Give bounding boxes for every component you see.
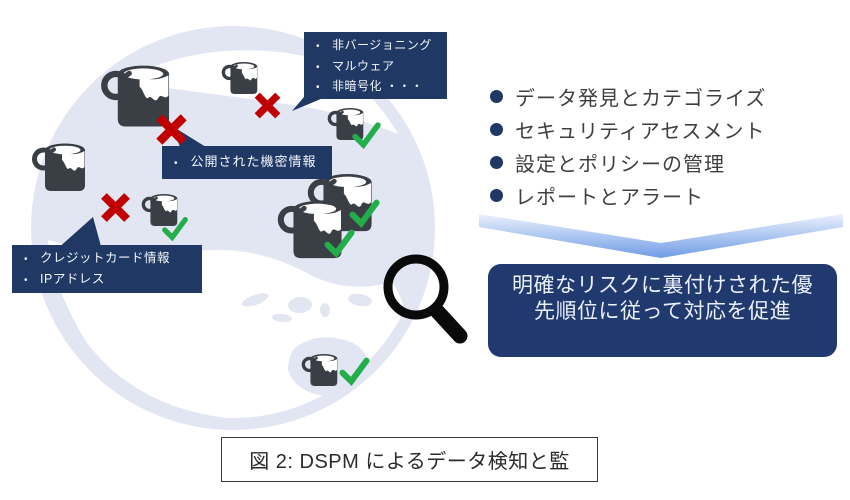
callout-risk-findings: 非バージョニング マルウェア 非暗号化 ・・・ [304, 32, 447, 99]
capability-label: レポートとアラート [515, 187, 704, 209]
callout-item: クレジットカード情報 [18, 249, 196, 270]
callout-item: 非暗号化 ・・・ [310, 77, 441, 98]
bullet-dot-icon [490, 123, 503, 136]
list-item: データ発見とカテゴライズ [490, 80, 846, 113]
list-item: セキュリティアセスメント [490, 113, 846, 146]
capability-label: 設定とポリシーの管理 [515, 154, 725, 176]
callout-item: 公開された機密情報 [168, 154, 317, 172]
bullet-dot-icon [490, 189, 503, 202]
capability-label: セキュリティアセスメント [515, 121, 766, 143]
callout-item: 非バージョニング [310, 36, 441, 57]
capability-label: データ発見とカテゴライズ [515, 88, 767, 110]
magnifier-icon [383, 254, 468, 344]
bullet-dot-icon [490, 156, 503, 169]
callout-item: マルウェア [310, 57, 441, 78]
dspm-capabilities-list: データ発見とカテゴライズ セキュリティアセスメント 設定とポリシーの管理 レポー… [490, 80, 846, 212]
flow-arrow [479, 214, 843, 258]
bullet-dot-icon [490, 90, 503, 103]
figure-caption: 図 2: DSPM によるデータ検知と監 [221, 437, 598, 482]
list-item: 設定とポリシーの管理 [490, 146, 846, 179]
result-statement-box: 明確なリスクに裏付けされた優先順位に従って対応を促進 [488, 264, 837, 357]
callout-sensitive-data: クレジットカード情報 IPアドレス [12, 245, 202, 293]
callout-item: IPアドレス [18, 270, 196, 291]
callout-exposed-secret: 公開された機密情報 [162, 146, 332, 179]
list-item: レポートとアラート [490, 179, 846, 212]
callout-tail [172, 126, 214, 152]
callout-tail [56, 217, 102, 250]
